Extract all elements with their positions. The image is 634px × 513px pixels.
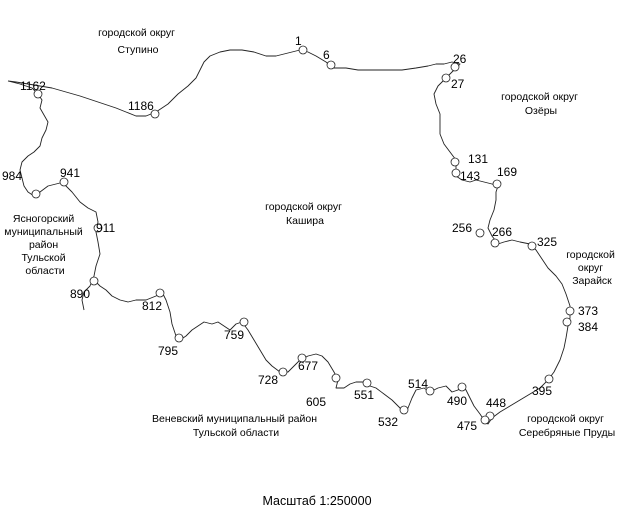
point-label-325: 325 [537,235,557,249]
point-label-984: 984 [2,169,22,183]
region-zaraysk-line-2: округ [578,262,603,274]
region-ozery-line-2: Озёры [525,105,557,117]
point-label-532: 532 [378,415,398,429]
region-label-stupino: городской округ Ступино [98,27,178,56]
point-label-890: 890 [70,287,90,301]
point-labels: 1 6 26 27 131 143 169 256 266 325 373 38… [2,34,598,433]
region-venev-line-1: Веневский муниципальный район [152,413,317,425]
region-stupino-line-2: Ступино [118,44,159,56]
point-label-605: 605 [306,395,326,409]
marker-941 [59,177,69,187]
marker-325 [527,241,537,251]
region-label-yasnogorsk: Ясногорский муниципальный район Тульской… [4,213,85,277]
marker-6 [326,60,336,70]
region-label-venev: Веневский муниципальный район Тульской о… [152,413,320,439]
municipal-boundary-line [7,49,571,425]
region-label-zaraysk: городской округ Зарайск [566,249,618,287]
marker-1162 [33,89,43,99]
region-kashira-line-2: Кашира [286,215,324,227]
region-yasnogorsk-line-4: Тульской [21,252,65,264]
point-label-448: 448 [486,396,506,410]
marker-1186 [150,109,160,119]
region-label-ozery: городской округ Озёры [501,91,581,117]
marker-677 [297,353,307,363]
marker-373 [565,306,575,316]
marker-1 [298,45,308,55]
marker-143 [451,168,461,178]
marker-759 [239,317,249,327]
marker-490 [457,382,467,392]
point-label-1: 1 [295,34,302,48]
point-label-1186: 1186 [128,99,154,113]
marker-169 [492,179,502,189]
point-label-169: 169 [497,165,517,179]
marker-27 [441,73,451,83]
point-label-490: 490 [447,394,467,408]
marker-384 [562,317,572,327]
point-label-812: 812 [142,299,162,313]
marker-812 [155,288,165,298]
region-labels: городской округ Ступино городской округ … [4,27,618,439]
marker-551 [362,378,372,388]
region-serebryanye-prudy-line-2: Серебряные Пруды [519,427,615,439]
region-zaraysk-line-3: Зарайск [572,275,612,287]
point-label-6: 6 [323,48,330,62]
region-yasnogorsk-line-5: области [25,265,64,277]
region-kashira-line-1: городской округ [265,201,342,213]
point-label-143: 143 [460,169,480,183]
point-label-551: 551 [354,388,374,402]
region-yasnogorsk-line-3: район [29,239,58,251]
point-label-266: 266 [492,225,512,239]
marker-795 [174,333,184,343]
point-label-677: 677 [298,359,318,373]
point-label-728: 728 [258,373,278,387]
point-label-475: 475 [457,419,477,433]
point-label-941: 941 [60,166,80,180]
marker-728 [278,367,288,377]
point-label-256: 256 [452,221,472,235]
marker-26 [450,62,460,72]
marker-131 [450,157,460,167]
region-ozery-line-1: городской округ [501,91,578,103]
point-label-131: 131 [468,152,488,166]
point-label-373: 373 [578,304,598,318]
marker-605 [331,373,341,383]
marker-395 [544,374,554,384]
map-scale-label: Масштаб 1:250000 [262,494,371,508]
point-label-795: 795 [158,344,178,358]
marker-911 [93,223,103,233]
boundary-markers [31,45,575,425]
point-label-759: 759 [224,328,244,342]
marker-475 [480,415,490,425]
marker-256 [475,228,485,238]
point-label-27: 27 [451,77,465,91]
region-label-kashira: городской округ Кашира [265,201,345,227]
marker-984 [31,189,41,199]
region-yasnogorsk-line-1: Ясногорский [13,213,74,225]
region-serebryanye-prudy-line-1: городской округ [527,413,604,425]
marker-532 [399,405,409,415]
region-label-serebryanye-prudy: городской округ Серебряные Пруды [519,413,615,439]
point-label-26: 26 [453,52,467,66]
region-zaraysk-line-1: городской [566,249,615,261]
marker-266 [490,238,500,248]
point-label-395: 395 [532,384,552,398]
region-venev-line-2: Тульской области [193,427,279,439]
marker-890 [89,276,99,286]
point-label-911: 911 [96,221,115,235]
point-label-384: 384 [578,320,598,334]
point-label-1162: 1162 [20,79,46,93]
region-stupino-line-1: городской округ [98,27,175,39]
point-label-514: 514 [408,377,428,391]
marker-514 [425,386,435,396]
region-yasnogorsk-line-2: муниципальный [4,226,83,238]
